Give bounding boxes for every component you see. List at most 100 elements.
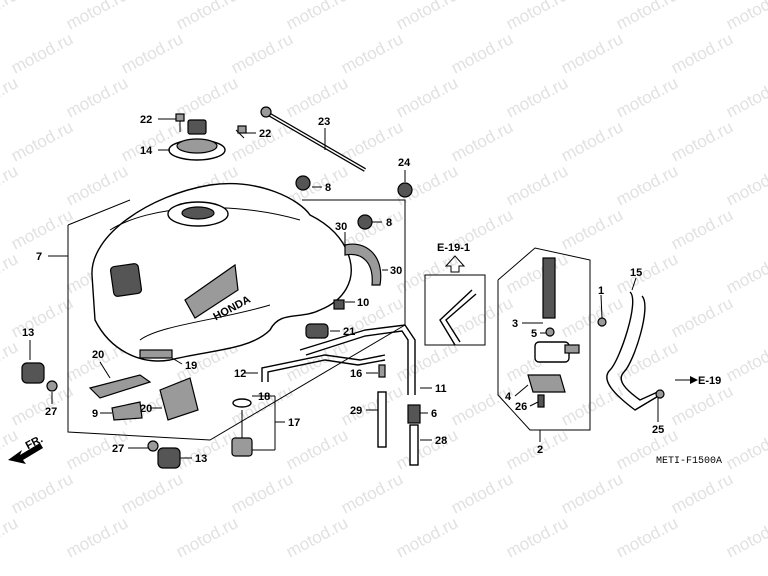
- watermark-text: motod.ru: [558, 117, 626, 165]
- callout-30-upper: 30: [335, 221, 347, 233]
- damper-13-left: [21, 362, 45, 384]
- mounting-bolt: [260, 106, 367, 172]
- callout-27-left: 27: [45, 406, 57, 418]
- watermark-text: motod.ru: [668, 29, 736, 77]
- watermark-text: motod.ru: [668, 205, 736, 253]
- callout-29: 29: [350, 405, 362, 417]
- watermark-text: motod.ru: [723, 161, 768, 209]
- callout-14: 14: [140, 145, 153, 157]
- watermark-text: motod.ru: [448, 29, 516, 77]
- callout-26: 26: [515, 401, 527, 413]
- watermark-text: motod.ru: [393, 425, 461, 473]
- fuel-tank: HONDA: [91, 183, 352, 362]
- watermark-text: motod.ru: [558, 293, 626, 341]
- bolt-head: [260, 106, 272, 118]
- callout-11: 11: [435, 383, 447, 395]
- front-direction-label: FR.: [24, 433, 45, 452]
- watermark-text: motod.ru: [448, 293, 516, 341]
- tank-filler-neck: [181, 206, 215, 220]
- watermark-text: motod.ru: [723, 0, 768, 34]
- sensor-gasket-18: [232, 398, 252, 408]
- watermark-text: motod.ru: [283, 513, 351, 561]
- watermark-text: motod.ru: [8, 29, 76, 77]
- leader-lines: [29, 118, 698, 459]
- grommet-8-upper: [295, 175, 311, 191]
- watermark-text: motod.ru: [668, 381, 736, 429]
- valve-screw-26: [537, 394, 545, 408]
- callout-30-lower: 30: [390, 265, 402, 277]
- watermark-text: motod.ru: [63, 0, 131, 34]
- clip-25: [655, 389, 665, 399]
- callout-6: 6: [431, 408, 437, 420]
- watermark-text: motod.ru: [613, 249, 681, 297]
- fuel-strainer-3: [542, 257, 556, 319]
- watermark-text: motod.ru: [0, 249, 21, 297]
- watermark-text: motod.ru: [118, 29, 186, 77]
- o-ring-5: [545, 327, 555, 337]
- fuel-cock-group-outline: [497, 247, 591, 431]
- watermark-text: motod.ru: [63, 73, 131, 121]
- honda-wing-emblem: [184, 263, 239, 319]
- overflow-hose-11: [299, 324, 416, 395]
- tank-group-outline: [67, 199, 406, 441]
- watermark-text: motod.ru: [393, 0, 461, 34]
- callout-18: 18: [258, 391, 270, 403]
- callout-8-lower: 8: [386, 217, 392, 229]
- clip-16: [378, 364, 386, 378]
- callout-19: 19: [185, 360, 197, 372]
- fuel-valve-outlet: [564, 344, 580, 354]
- watermark-text: motod.ru: [613, 73, 681, 121]
- watermark-text: motod.ru: [503, 73, 571, 121]
- pad-20-left: [88, 374, 152, 399]
- grommet-8-lower: [357, 214, 373, 230]
- watermark-text: motod.ru: [173, 0, 241, 34]
- front-direction-indicator: FR.: [8, 433, 45, 464]
- watermark-text: motod.ru: [8, 117, 76, 165]
- breather-hose-12: [261, 354, 386, 382]
- watermark-text: motod.ru: [0, 513, 21, 561]
- watermark-text: motod.ru: [228, 29, 296, 77]
- callout-25: 25: [652, 424, 664, 436]
- callout-10: 10: [357, 297, 369, 309]
- overflow-hose-11-inner: [305, 330, 409, 395]
- reference-hose-e19-1-inner: [445, 293, 477, 343]
- watermark-text: motod.ru: [173, 513, 241, 561]
- watermark-text: motod.ru: [503, 0, 571, 34]
- watermark-text: motod.ru: [668, 293, 736, 341]
- fuel-cap-assembly: [168, 113, 247, 161]
- callout-2: 2: [537, 444, 543, 456]
- watermark-text: motod.ru: [118, 469, 186, 517]
- callout-22-right: 22: [259, 128, 271, 140]
- callout-20-right: 20: [140, 403, 152, 415]
- reference-hose-e19-1: [439, 289, 473, 346]
- pad-9: [111, 401, 143, 421]
- damper-13-bottom: [157, 447, 181, 469]
- callout-17: 17: [288, 417, 300, 429]
- cap-bolt-right: [235, 129, 245, 139]
- watermark-text: motod.ru: [173, 425, 241, 473]
- watermark-text: motod.ru: [8, 205, 76, 253]
- drain-hose-28: [409, 424, 419, 466]
- callout-24: 24: [398, 157, 411, 169]
- callout-13-bottom: 13: [195, 453, 207, 465]
- callout-12: 12: [234, 368, 246, 380]
- watermark-text: motod.ru: [558, 469, 626, 517]
- watermark-text: motod.ru: [63, 513, 131, 561]
- watermark-text: motod.ru: [558, 205, 626, 253]
- front-arrow-icon: [8, 443, 43, 464]
- callout-16: 16: [350, 368, 362, 380]
- watermark-text: motod.ru: [668, 469, 736, 517]
- fuel-hose-15-inner: [620, 295, 663, 401]
- callout-27-bottom: 27: [112, 443, 124, 455]
- watermark-text: motod.ru: [613, 513, 681, 561]
- callout-23: 23: [318, 116, 330, 128]
- watermark-text: motod.ru: [283, 425, 351, 473]
- fuel-cap-lid: [176, 138, 218, 154]
- watermark-text: motod.ru: [338, 469, 406, 517]
- watermark-text: motod.ru: [723, 249, 768, 297]
- damper-10: [333, 299, 345, 310]
- washer-27-bottom: [147, 440, 159, 452]
- callout-28: 28: [435, 435, 447, 447]
- watermark-text: motod.ru: [283, 0, 351, 34]
- clip-1: [597, 317, 607, 327]
